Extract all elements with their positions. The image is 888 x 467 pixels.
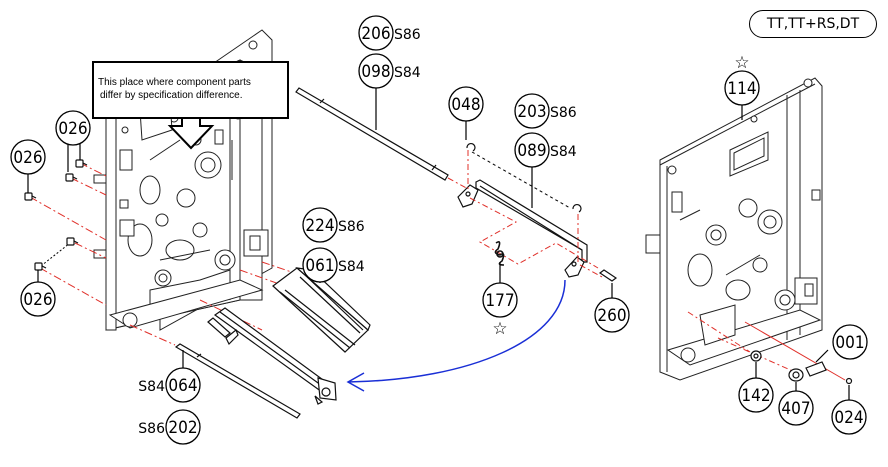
callout-circle <box>20 281 56 317</box>
callout-circle <box>738 377 774 413</box>
part-number: 024 <box>834 408 863 428</box>
callout-048: 048 <box>448 86 484 122</box>
assembly-guides-bracket <box>467 150 605 279</box>
callout-026: 026 <box>20 281 56 317</box>
callout-142: 142 <box>738 377 774 413</box>
callout-circle <box>514 132 550 168</box>
spec-code: S86 <box>138 421 165 437</box>
callout-circle <box>165 409 201 445</box>
callout-407: 407 <box>778 390 814 426</box>
callout-circle <box>832 324 868 360</box>
screw-icon <box>65 173 78 182</box>
part-number: 206 <box>361 24 390 44</box>
spec-code: S84 <box>338 259 365 275</box>
callout-circle <box>724 70 760 106</box>
callout-114: 114 ☆ <box>724 53 760 106</box>
note-text: This place where component parts differ … <box>98 76 283 102</box>
lever-001 <box>805 361 827 377</box>
part-number: 026 <box>58 119 87 139</box>
callout-circle <box>778 390 814 426</box>
shaft-guide <box>447 177 471 191</box>
callout-024: 024 <box>831 399 867 435</box>
callout-260: 260 <box>594 297 630 333</box>
callout-circle <box>358 53 394 89</box>
part-number: 407 <box>781 399 810 419</box>
spec-code: S84 <box>394 65 421 81</box>
right-chassis <box>645 77 823 381</box>
part-number: 026 <box>13 148 42 168</box>
pin-260 <box>598 269 618 282</box>
bracket-089 <box>457 179 588 278</box>
callout-circle <box>448 86 484 122</box>
callout-circle <box>10 139 46 175</box>
callout-circle <box>831 399 867 435</box>
note-line-1: This place where component parts <box>98 77 251 88</box>
part-number: 202 <box>168 418 197 438</box>
callout-circle <box>514 93 550 129</box>
star-icon: ☆ <box>492 319 507 339</box>
part-number: 001 <box>835 333 864 353</box>
right-small-parts <box>750 350 853 385</box>
shaft-098 <box>295 87 449 181</box>
callout-circle <box>55 110 91 146</box>
part-number: 064 <box>168 376 197 396</box>
callout-circle <box>594 297 630 333</box>
part-number: 098 <box>361 62 390 82</box>
e-rings <box>466 142 582 213</box>
callout-circle <box>482 282 518 318</box>
blue-relocation-arrow <box>347 279 566 383</box>
tray-assembly <box>207 267 371 405</box>
model-variant-badge: TT,TT+RS,DT <box>749 10 877 38</box>
washer-024 <box>845 377 853 385</box>
note-line-2: differ by specification difference. <box>100 90 243 101</box>
callout-circle <box>302 247 338 283</box>
callout-026: 026 <box>10 139 46 175</box>
shaft-064 <box>174 343 301 419</box>
spec-code: S86 <box>394 27 421 43</box>
callout-001: 001 <box>832 324 868 360</box>
spec-code: S86 <box>550 105 577 121</box>
part-number: 142 <box>741 386 770 406</box>
part-number: 048 <box>451 95 480 115</box>
part-number: 061 <box>305 256 334 276</box>
star-icon: ☆ <box>734 53 749 73</box>
callout-circle <box>358 15 394 51</box>
spec-code: S86 <box>338 219 365 235</box>
part-number: 260 <box>597 306 626 326</box>
part-number: 177 <box>485 291 514 311</box>
callout-circle <box>165 367 201 403</box>
part-number: 026 <box>23 290 52 310</box>
callout-026: 026 <box>55 110 91 146</box>
part-number: 203 <box>517 102 546 122</box>
callout-177: 177 ☆ <box>482 282 518 339</box>
spec-difference-note: This place where component parts differ … <box>92 61 289 119</box>
spec-code: S84 <box>138 379 165 395</box>
part-number: 224 <box>305 216 334 236</box>
collar-142 <box>750 350 762 362</box>
bushing-407 <box>788 368 804 382</box>
screw-icon <box>66 237 79 246</box>
callout-circle <box>302 207 338 243</box>
part-number: 089 <box>517 141 546 161</box>
part-number: 114 <box>727 79 756 99</box>
e-ring-link-dotted <box>471 151 571 209</box>
arrowhead-icon <box>346 372 365 392</box>
spec-code: S84 <box>550 144 577 160</box>
